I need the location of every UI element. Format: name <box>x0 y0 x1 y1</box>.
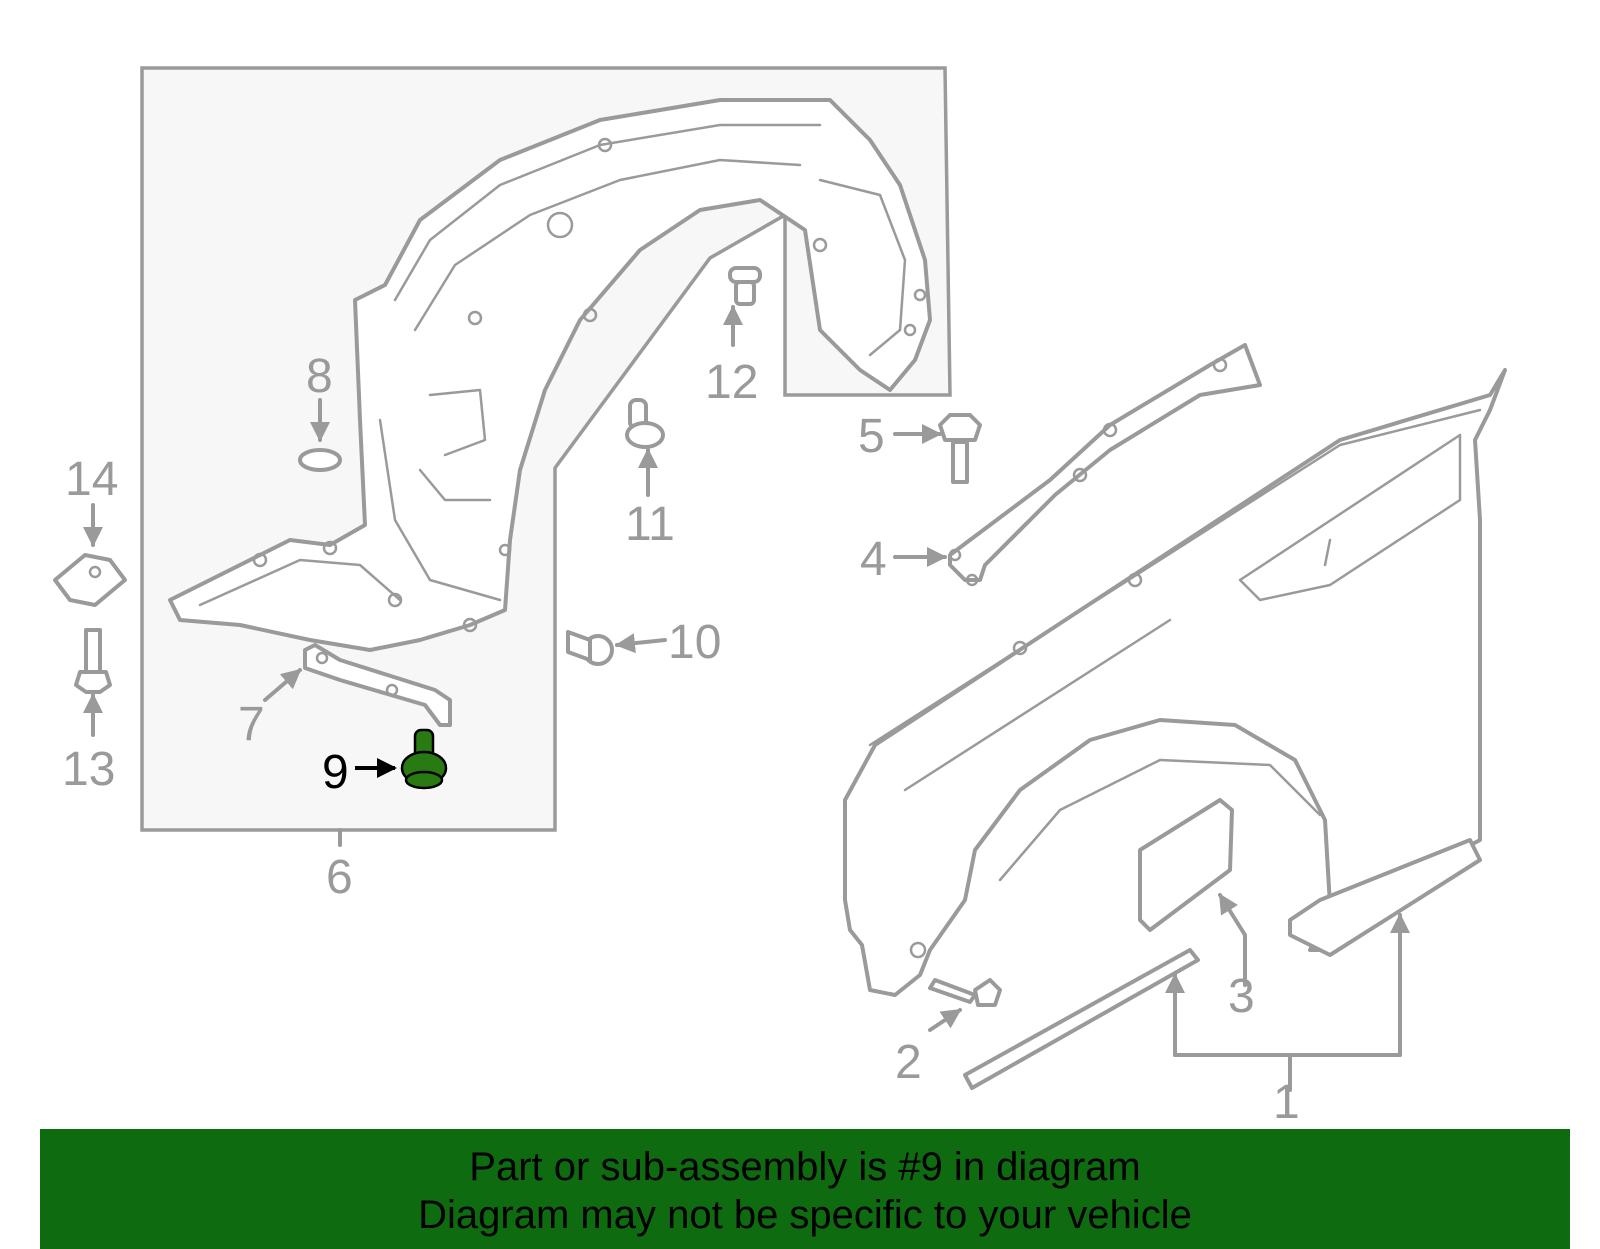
sill-strip <box>963 948 1200 1090</box>
bracket-7 <box>303 643 452 727</box>
callout-14: 14 <box>65 453 118 506</box>
callout-1: 1 <box>1273 1076 1300 1129</box>
arch-molding-3 <box>1138 798 1234 932</box>
callout-7: 7 <box>238 698 265 751</box>
bolt-9-highlighted <box>400 728 448 790</box>
clip-nut-14 <box>53 553 127 607</box>
callout-3: 3 <box>1228 970 1255 1023</box>
fender-liner <box>168 98 932 652</box>
callout-4: 4 <box>860 533 887 586</box>
fender-rear-extension <box>1288 838 1482 957</box>
callout-2: 2 <box>895 1036 922 1089</box>
banner-line-1: Part or sub-assembly is #9 in diagram <box>469 1145 1141 1189</box>
callout-13: 13 <box>62 743 115 796</box>
callout-6: 6 <box>326 851 353 904</box>
bolt-2 <box>928 978 1002 1007</box>
banner-line-2: Diagram may not be specific to your vehi… <box>418 1193 1192 1237</box>
screw-13 <box>74 628 112 694</box>
callout-10: 10 <box>668 616 721 669</box>
clip-12 <box>728 266 762 306</box>
callout-5: 5 <box>858 410 885 463</box>
callout-9: 9 <box>322 746 349 799</box>
fender <box>843 368 1507 997</box>
grommet-8 <box>298 448 342 472</box>
bolt-5 <box>938 413 982 484</box>
callout-8: 8 <box>306 350 333 403</box>
callout-11: 11 <box>625 498 675 551</box>
callout-12: 12 <box>705 356 758 409</box>
info-banner: Part or sub-assembly is #9 in diagram Di… <box>40 1129 1570 1249</box>
leader-lines <box>83 305 1410 1092</box>
clip-10 <box>566 630 614 666</box>
fender-support-4 <box>948 343 1262 587</box>
clip-11 <box>625 398 665 449</box>
